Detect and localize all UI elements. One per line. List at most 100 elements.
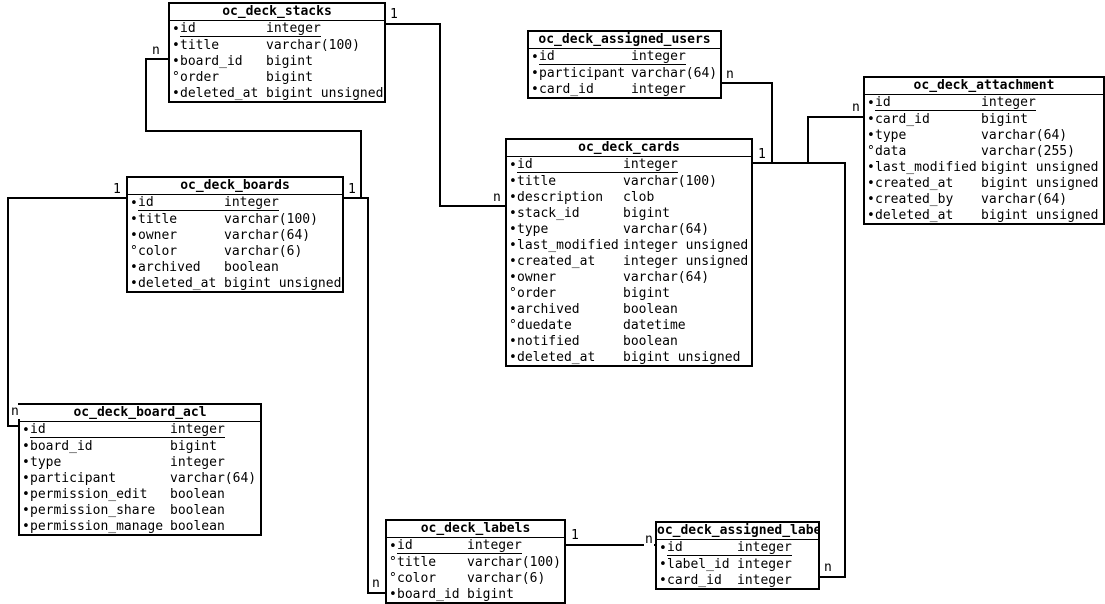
notnull-bullet-icon: • [22,438,30,454]
notnull-bullet-icon: • [509,269,517,285]
column-name: notified [517,333,580,349]
cardinality-label: n [371,576,381,591]
cardinality-label: 1 [112,182,122,197]
nullable-bullet-icon: ° [172,69,180,85]
column-type: varchar(100) [467,554,561,570]
notnull-bullet-icon: • [509,205,517,221]
notnull-bullet-icon: • [130,211,138,227]
cardinality-label: n [725,67,735,82]
cardinality-label: 1 [347,182,357,197]
column-name: created_at [875,175,954,191]
nullable-bullet-icon: ° [389,570,397,586]
column-definition: board_id bigint [397,587,514,602]
column-type: varchar(100) [224,211,318,227]
column-name: id [180,21,196,36]
column-type: integer [631,49,686,64]
column-definition: created_at bigint unsigned [875,176,1098,191]
cardinality-label: n [851,100,861,115]
column-type: varchar(6) [224,243,303,259]
column-type: bigint unsigned [981,175,1099,191]
column-name: archived [517,301,580,317]
column-definition: participant varchar(64) [30,471,256,486]
column-type: varchar(64) [170,470,257,486]
column-name: deleted_at [138,275,217,291]
column-type: integer [224,195,279,210]
column-name: id [539,49,555,64]
column-definition: archived boolean [138,260,279,275]
notnull-bullet-icon: • [509,189,517,205]
column-name: id [397,538,413,553]
cardinality-label: n [151,43,161,58]
column-type: varchar(255) [981,143,1075,159]
cardinality-label: n [492,190,502,205]
column-name: order [180,69,220,85]
notnull-bullet-icon: • [531,49,539,65]
column-name: archived [138,259,201,275]
nullable-bullet-icon: ° [867,143,875,159]
notnull-bullet-icon: • [531,65,539,81]
column-type: integer [631,81,686,97]
column-type: boolean [224,259,279,275]
table-title: oc_deck_labels [387,521,564,538]
column-name: participant [30,470,117,486]
column-type: bigint [467,586,514,602]
cardinality-label: 1 [757,147,767,162]
notnull-bullet-icon: • [659,556,667,572]
column-name: board_id [397,586,460,602]
column-name: type [875,127,907,143]
column-type: varchar(6) [467,570,546,586]
column-type: integer [737,540,792,555]
column-name: type [517,221,549,237]
column-type: integer [170,454,225,470]
notnull-bullet-icon: • [867,207,875,223]
column-name: id [30,422,46,437]
column-type: varchar(64) [981,191,1068,207]
notnull-bullet-icon: • [509,349,517,365]
